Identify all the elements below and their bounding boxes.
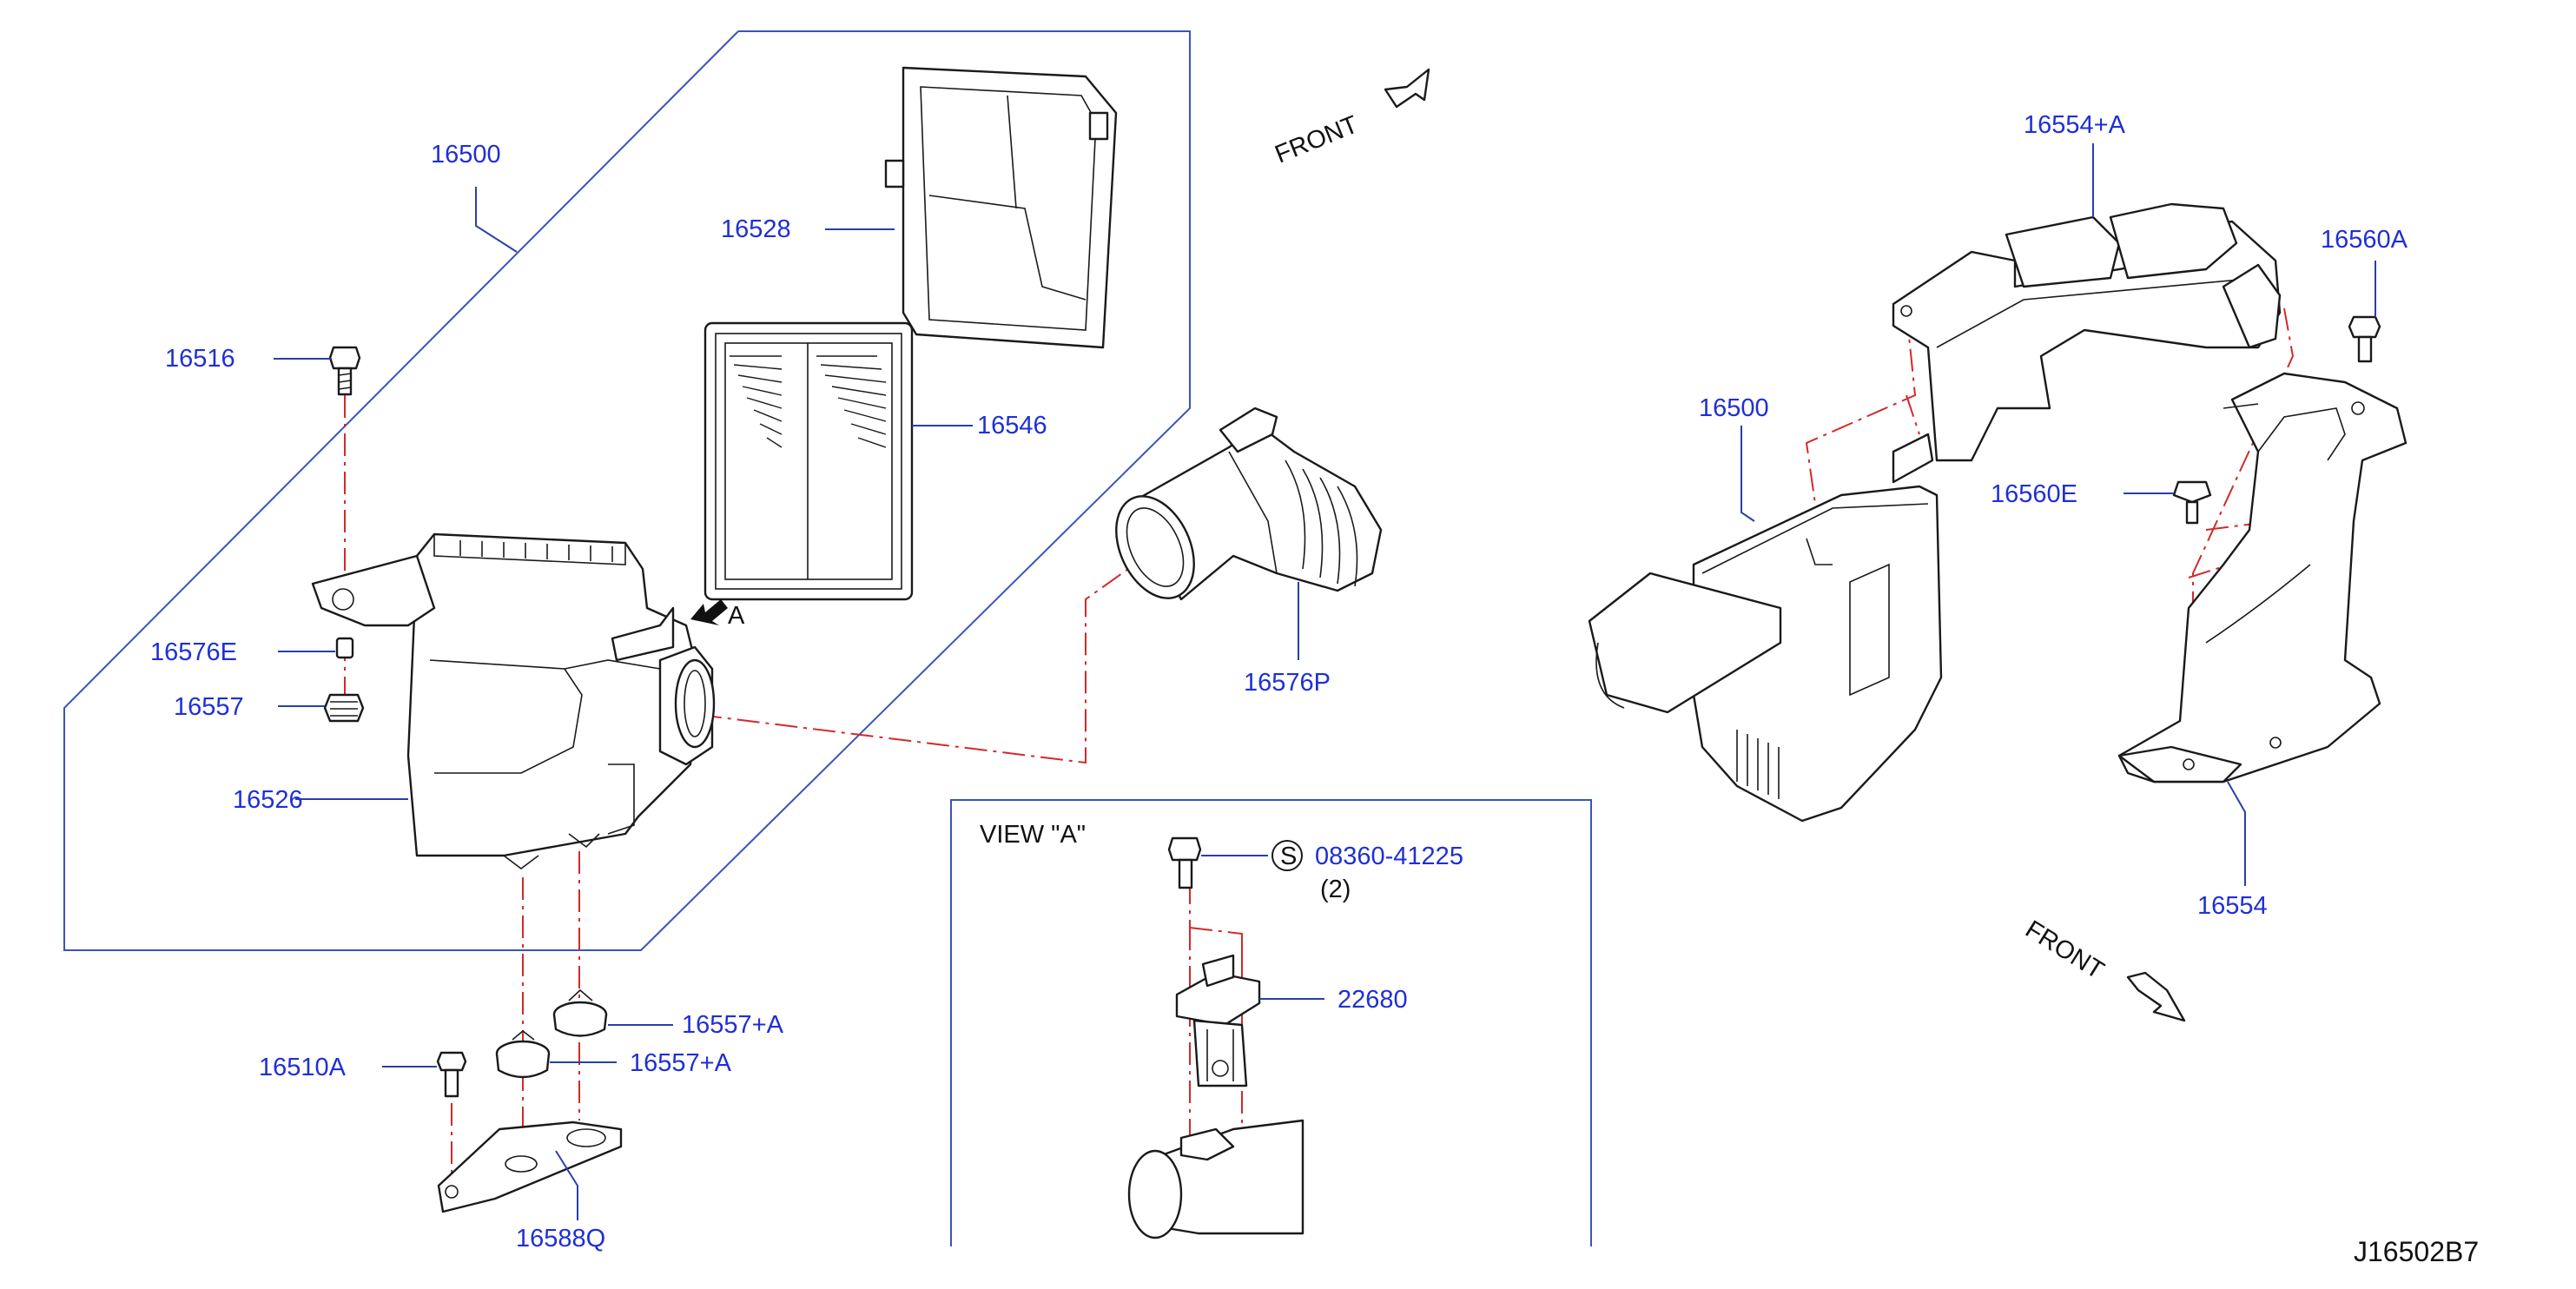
duct-section-view-a	[1127, 1119, 1305, 1239]
front-label-bottom: FRONT	[2020, 916, 2109, 985]
air-cleaner-body	[311, 532, 716, 869]
label-16576E: 16576E	[150, 638, 237, 666]
bolt-08360-41225	[1167, 836, 1202, 889]
grommet-16557a-upper	[552, 988, 608, 1037]
label-16554a: 16554+A	[2024, 111, 2126, 139]
clip-16560E	[2172, 480, 2212, 525]
air-cleaner-assembly-right	[1588, 433, 1943, 823]
view-a-frame	[950, 799, 1592, 1246]
label-16557a-lower: 16557+A	[630, 1049, 732, 1077]
label-16557a-upper: 16557+A	[682, 1011, 784, 1039]
standard-part-symbol-icon	[1271, 840, 1303, 871]
air-intake-duct	[1115, 407, 1383, 601]
air-duct-16554a	[1892, 202, 2282, 462]
label-view-arrow-a: A	[728, 602, 745, 630]
grommet-16557a-lower	[495, 1029, 551, 1079]
bolt-16510A	[436, 1051, 467, 1098]
air-flow-sensor-22680	[1175, 954, 1261, 1087]
label-16560E: 16560E	[1991, 480, 2077, 508]
bolt-16560A	[2348, 315, 2381, 363]
grommet-16557	[323, 693, 365, 723]
air-duct-16554	[2117, 372, 2408, 783]
air-cleaner-cover	[884, 66, 1118, 349]
label-16516: 16516	[165, 345, 235, 373]
front-arrow-icon	[2126, 971, 2186, 1022]
bracket-16588Q	[437, 1120, 623, 1213]
view-a-title: VIEW "A"	[980, 821, 1086, 849]
label-16554: 16554	[2197, 892, 2268, 920]
label-16528: 16528	[721, 215, 791, 243]
bolt-16516	[328, 346, 361, 396]
label-16526: 16526	[233, 786, 303, 814]
diagram-id: J16502B7	[2354, 1236, 2479, 1267]
label-16500-right: 16500	[1699, 394, 1769, 422]
label-16588Q: 16588Q	[516, 1225, 605, 1253]
label-16576P: 16576P	[1244, 669, 1331, 697]
label-quantity: (2)	[1320, 876, 1351, 903]
label-08360-41225: 08360-41225	[1315, 843, 1463, 870]
leader-lines	[274, 143, 2376, 1220]
label-16560A: 16560A	[2321, 226, 2408, 254]
standard-symbol-letter: S	[1280, 843, 1297, 870]
front-arrow-icon	[1384, 68, 1430, 109]
label-16500-left: 16500	[431, 141, 501, 169]
label-22680: 22680	[1338, 986, 1408, 1014]
front-label-top: FRONT	[1271, 110, 1363, 169]
label-16557: 16557	[174, 693, 244, 721]
label-16510A: 16510A	[259, 1054, 347, 1081]
view-direction-arrow-icon	[690, 599, 728, 625]
collar-16576E	[335, 637, 354, 659]
label-16546: 16546	[977, 412, 1047, 440]
assembly-frame	[63, 30, 1191, 951]
air-filter-element	[703, 321, 914, 601]
